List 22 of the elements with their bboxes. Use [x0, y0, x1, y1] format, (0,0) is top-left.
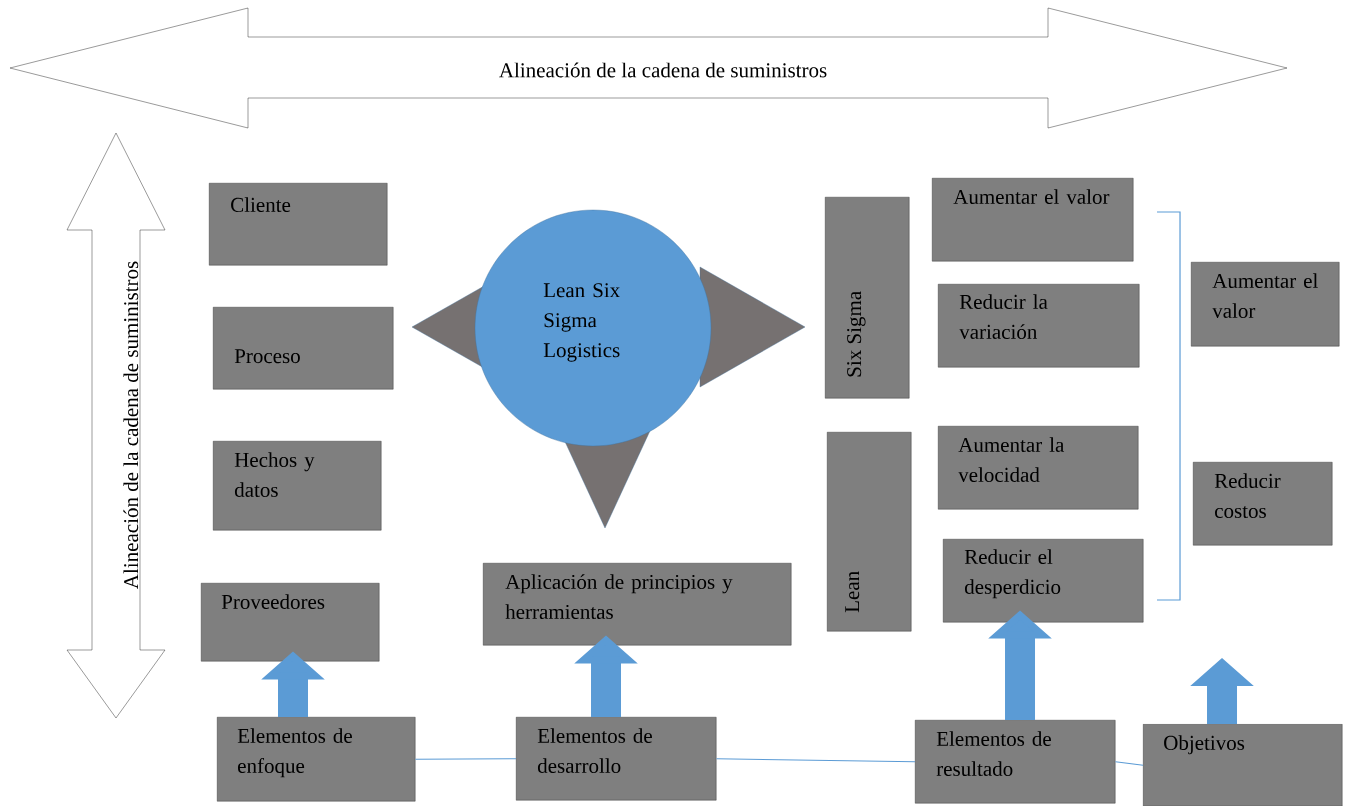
process-box: Proveedores	[201, 583, 380, 662]
connector-line	[1114, 761, 1144, 766]
labelled-band: Alineación de la cadena de suministros	[66, 132, 166, 719]
process-box: Hechos y datos	[213, 441, 382, 531]
process-box: Reducir la variación	[938, 284, 1140, 368]
process-box: Elementos de enfoque	[217, 717, 416, 802]
process-box: Lean	[827, 432, 912, 632]
process-box: Reducir el desperdicio	[943, 539, 1144, 623]
process-box: Aumentar el valor	[1191, 262, 1340, 347]
process-box: Cliente	[209, 183, 388, 266]
connector-line	[715, 758, 916, 763]
process-box: Aumentar el valor	[932, 178, 1134, 262]
process-box: Elementos de desarrollo	[516, 717, 717, 801]
process-box: Six Sigma	[825, 197, 910, 399]
process-box: Elementos de resultado	[915, 720, 1116, 804]
process-box: Aumentar la velocidad	[938, 426, 1139, 510]
process-box: Objetivos	[1143, 724, 1343, 806]
process-box: Aplicación de principios y herramientas	[483, 563, 792, 646]
connector-line	[414, 758, 517, 760]
process-box: Reducir costos	[1193, 462, 1333, 546]
circle-with-spikes: Lean Six Sigma Logistics	[411, 209, 806, 529]
process-box: Proceso	[213, 307, 394, 390]
